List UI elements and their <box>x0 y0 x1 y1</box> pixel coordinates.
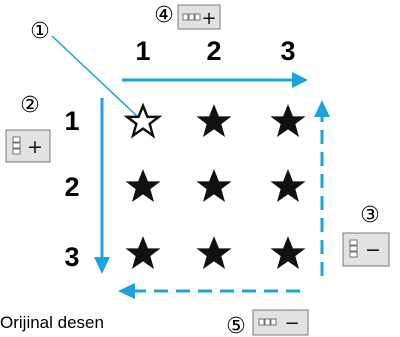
row-header-3: 3 <box>64 242 79 272</box>
star-grid <box>125 104 306 270</box>
column-header-3: 3 <box>280 36 295 66</box>
right-arrow-head <box>314 100 330 117</box>
column-boxes-icon <box>182 13 201 21</box>
star-icon <box>125 236 161 270</box>
remove-row-sign: − <box>365 239 381 261</box>
row-boxes-icon <box>12 136 21 155</box>
remove-column-button[interactable]: − <box>252 309 309 336</box>
add-column-sign: + <box>201 8 216 29</box>
caption: Orijinal desen <box>0 313 104 332</box>
callout-2: ② <box>20 93 40 118</box>
column-header-1: 1 <box>135 36 150 66</box>
add-column-button[interactable]: + <box>177 4 221 30</box>
add-row-sign: + <box>27 136 43 158</box>
arrows <box>94 72 330 299</box>
top-arrow-head <box>292 72 308 88</box>
star-icon <box>270 236 306 270</box>
star-icon <box>196 104 232 138</box>
remove-column-sign: − <box>284 313 299 334</box>
callout-3: ③ <box>360 203 380 228</box>
row-boxes-icon <box>349 239 358 258</box>
callout-1: ① <box>30 19 50 44</box>
remove-row-button[interactable]: − <box>342 232 390 267</box>
star-icon <box>125 169 161 203</box>
callout-5: ⑤ <box>226 314 246 337</box>
add-row-button[interactable]: + <box>5 129 51 163</box>
star-icon <box>270 169 306 203</box>
star-icon <box>196 236 232 270</box>
bottom-arrow-head <box>118 283 135 299</box>
star-icon <box>270 104 306 138</box>
column-header-2: 2 <box>206 36 221 66</box>
left-arrow-head <box>94 257 110 274</box>
star-icon <box>196 169 232 203</box>
column-boxes-icon <box>258 318 277 326</box>
row-header-2: 2 <box>64 172 79 202</box>
callout-1-leader <box>51 35 139 118</box>
callout-4: ④ <box>154 3 174 28</box>
row-header-1: 1 <box>64 106 79 136</box>
